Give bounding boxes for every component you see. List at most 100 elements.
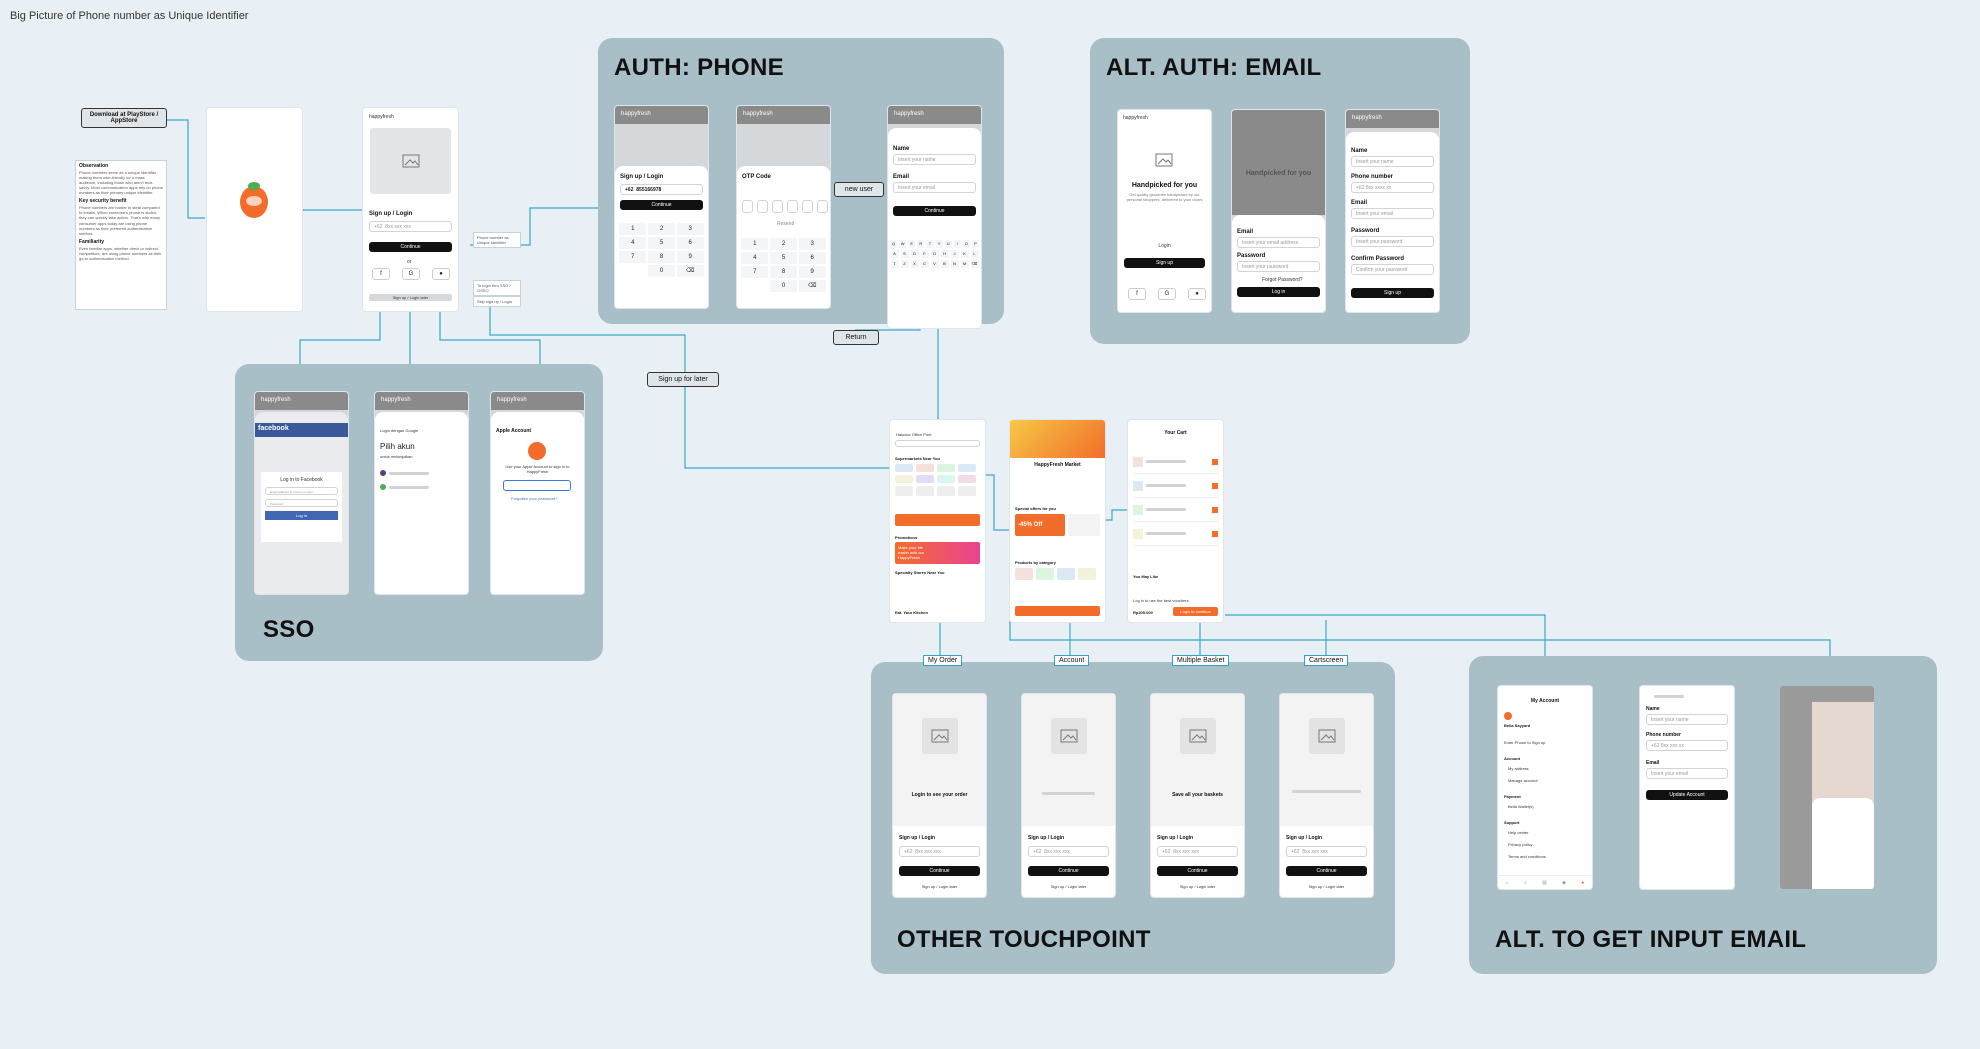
account-avatar-icon[interactable] [380,484,386,490]
email-input[interactable]: Insert your email address [1237,237,1320,248]
cart-bar[interactable] [1015,606,1100,616]
facebook-sso-screen: happyfresh facebook Log in to Facebook E… [255,392,348,594]
email-signup-button[interactable]: Sign up [1351,288,1434,298]
tp-later-link[interactable]: Sign up / Login later [921,884,958,889]
email-input[interactable]: Insert your email [893,182,976,193]
location-label[interactable]: Halodoc Office Pont [896,432,932,437]
name-label: Name [893,146,910,152]
google-icon[interactable]: G [1158,288,1176,300]
login-link[interactable]: Login [1158,243,1171,249]
password-label: Password [1351,228,1380,234]
account-icon: ● [1581,879,1585,886]
checkout-button[interactable]: Login to continue [1173,607,1218,616]
wallet-item[interactable]: Bella Wallet(s) [1508,804,1534,809]
manage-account-item[interactable]: Manage account [1508,778,1538,783]
name-input[interactable]: Insert your name [893,154,976,165]
google-icon[interactable]: G [402,268,420,280]
login-title: Sign up / Login [369,211,413,217]
email-label: Email [1351,200,1368,206]
offer-card[interactable] [1068,514,1100,536]
alt-input-email-title: ALT. TO GET INPUT EMAIL [1495,926,1807,953]
products-heading: Products by category [1015,560,1056,565]
email-input[interactable]: Insert your email [1351,208,1434,219]
tp-phone-input[interactable]: +62 8xx xxx xxx [899,846,980,857]
email-login-button[interactable]: Log in [1237,287,1320,297]
update-account-button[interactable]: Update Account [1646,790,1728,800]
facebook-icon[interactable]: f [1128,288,1146,300]
tp-later-link[interactable]: Sign up / Login later [1179,884,1216,889]
fb-email-input[interactable]: Email address or phone number [265,487,338,495]
apple-header: Apple Account [496,428,532,434]
fb-password-input[interactable]: Password [265,499,338,507]
tp-phone-input[interactable]: +62 8xx xxx xxx [1028,846,1109,857]
password-input[interactable]: Insert your password [1237,261,1320,272]
forgot-password-link[interactable]: Forgot Password? [1262,277,1303,283]
apple-id-input[interactable] [503,480,571,491]
promo-banner[interactable] [895,514,980,526]
auth-phone-title: AUTH: PHONE [614,54,784,81]
tp-login-title: Sign up / Login [1028,835,1065,841]
email-login-screen: Handpicked for you Email Insert your ema… [1232,110,1325,312]
google-header: Login dengan Google [380,428,419,433]
eat-heading: Eat. Your Kitchen [895,610,928,615]
otp-resend[interactable]: Resend [777,221,795,227]
account-avatar-icon[interactable] [380,470,386,476]
brand-label: happyfresh [369,114,394,120]
handpicked-headline: Handpicked for you [1131,182,1198,189]
bottom-nav[interactable]: ⌂⌕▤◆● [1498,875,1592,889]
name-input[interactable]: Insert your name [1351,156,1434,167]
facebook-icon[interactable]: f [372,268,390,280]
phone-input[interactable]: +62 8xx xxxx xx [1351,182,1434,193]
sso-title: SSO [263,616,315,643]
new-user-continue-button[interactable]: Continue [893,206,976,216]
apple-icon[interactable]: ● [432,268,450,280]
tp-continue-button[interactable]: Continue [1157,866,1238,876]
enter-phone-item[interactable]: Enter Phone to Sign up [1504,740,1546,745]
email-welcome-screen: happyfresh Handpicked for you Get qualit… [1118,110,1211,312]
address-item[interactable]: My address [1508,766,1529,771]
tp-login-title: Sign up / Login [1157,835,1194,841]
home-search-input[interactable] [895,440,980,447]
apple-icon[interactable]: ● [1188,288,1206,300]
privacy-item[interactable]: Privacy policy [1508,842,1533,847]
otp-inputs[interactable] [742,200,828,213]
password-input[interactable]: Insert your password [1351,236,1434,247]
category-grid[interactable] [1015,568,1096,580]
phone-continue-button[interactable]: Continue [620,200,703,210]
phone-input[interactable]: +62 8xx xxx xx [1646,740,1728,751]
tp-phone-input[interactable]: +62 8xx xxx xxx [1157,846,1238,857]
tp-continue-button[interactable]: Continue [899,866,980,876]
login-later-button[interactable]: Sign up / Login later [369,294,452,301]
splash-screen [207,108,302,311]
tp-later-link[interactable]: Sign up / Login later [1050,884,1087,889]
help-item[interactable]: Help center [1508,830,1529,835]
tp-later-link[interactable]: Sign up / Login later [1308,884,1345,889]
new-user-screen: happyfresh Name Insert your name Email I… [888,106,981,328]
promotion-card[interactable]: Make your life easier with our HappyFres… [895,542,980,564]
login-voucher-note[interactable]: Log in to use the best vouchers [1133,598,1189,603]
promo-icon: ◆ [1562,879,1566,886]
overlay-screen [1780,686,1874,889]
fb-login-button[interactable]: Log in [265,511,338,520]
tp-phone-input[interactable]: +62 8xx xxx xxx [1286,846,1367,857]
phone-label: Phone number [1351,174,1394,180]
terms-item[interactable]: Terms and conditions [1508,854,1546,859]
signup-button[interactable]: Sign up [1124,258,1205,268]
tp-continue-button[interactable]: Continue [1286,866,1367,876]
apple-forgot-link[interactable]: Forgotten your password? [511,496,558,501]
name-input[interactable]: Insert your name [1646,714,1728,725]
email-input[interactable]: Insert your email [1646,768,1728,779]
discount-card[interactable]: -45% Off [1015,514,1065,536]
image-placeholder-icon [370,128,451,194]
confirm-password-input[interactable]: Confirm your password [1351,264,1434,275]
store-grid[interactable] [895,464,976,496]
multiple-basket-tag: Multiple Basket [1172,655,1230,666]
continue-button[interactable]: Continue [369,242,452,252]
phone-input[interactable]: +62 8xx xxx xxx [369,221,452,232]
alt-auth-email-title: ALT. AUTH: EMAIL [1106,54,1322,81]
tp-continue-button[interactable]: Continue [1028,866,1109,876]
phone-number-input[interactable]: +62 855166978 [620,184,703,195]
